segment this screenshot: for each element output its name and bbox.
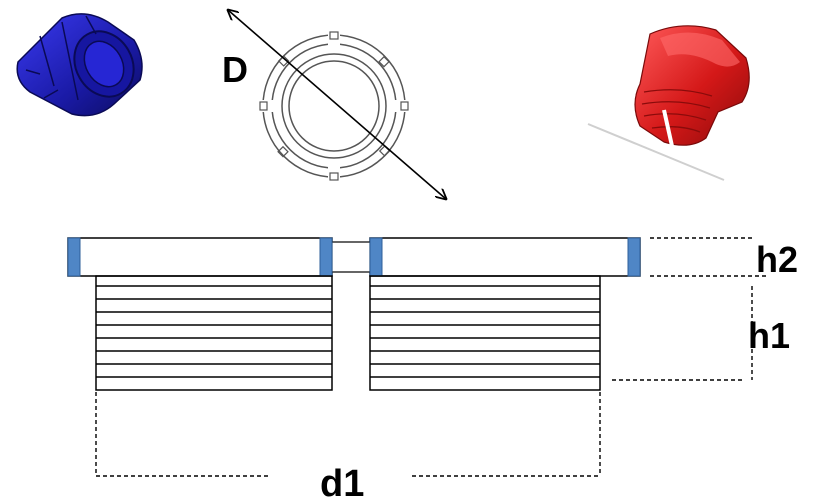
red-plug-3d-icon (587, 25, 750, 181)
thread-height-label: h1 (748, 315, 790, 356)
flange-right (369, 237, 641, 277)
flange-edge-marker (627, 237, 641, 277)
plug-top-view-icon (258, 30, 410, 182)
dimension-lines (95, 237, 768, 477)
diameter-arrow (228, 10, 446, 199)
blue-plug-3d-icon (16, 13, 143, 117)
thread-diameter-label: d1 (320, 463, 364, 500)
flange-left (67, 237, 333, 277)
thread-section (95, 275, 601, 391)
flange-edge-marker (319, 237, 333, 277)
flange-edge-marker (67, 237, 81, 277)
diameter-label: D (222, 49, 248, 90)
flange-edge-marker (369, 237, 383, 277)
flange-section (67, 237, 641, 277)
flange-height-label: h2 (756, 239, 798, 280)
